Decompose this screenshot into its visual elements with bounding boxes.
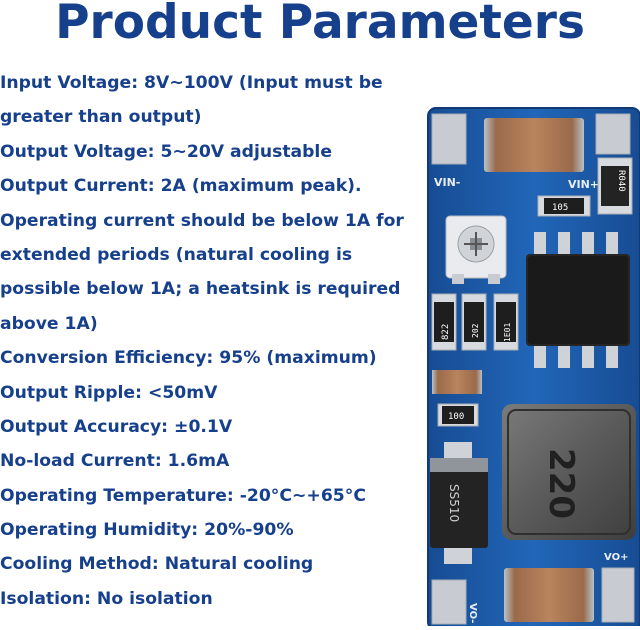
spec-line: above 1A) xyxy=(0,313,98,334)
spec-line: Operating Humidity: 20%-90% xyxy=(0,520,294,541)
r100-label: 100 xyxy=(448,412,464,422)
r040-label: R040 xyxy=(616,170,626,192)
spec-line: Output Ripple: <50mV xyxy=(0,382,218,403)
r1e01-label: 1E01 xyxy=(503,323,512,342)
input-capacitor xyxy=(484,118,584,172)
diode-label: SS510 xyxy=(447,484,461,522)
resistor-202: 202 xyxy=(461,293,487,351)
vo-plus-label: VO+ xyxy=(604,552,628,563)
output-capacitor xyxy=(504,568,594,622)
spec-line: Output Voltage: 5~20V adjustable xyxy=(0,141,332,162)
spec-line: No-load Current: 1.6mA xyxy=(0,451,230,472)
spec-line: Cooling Method: Natural cooling xyxy=(0,554,314,575)
resistor-822: 822 xyxy=(431,293,457,351)
spec-line: Input Voltage: 8V~100V (Input must be xyxy=(0,73,383,93)
spec-line: Operating current should be below 1A for xyxy=(0,210,404,231)
ic-chip xyxy=(526,232,630,368)
spec-line: extended periods (natural cooling is xyxy=(0,244,353,265)
vin-plus-label: VIN+ xyxy=(568,178,599,191)
r202-label: 202 xyxy=(471,323,480,338)
vo-minus-label: VO- xyxy=(467,603,478,623)
spec-line: Isolation: No isolation xyxy=(0,588,213,609)
spec-line: greater than output) xyxy=(0,107,202,128)
vin-minus-label: VIN- xyxy=(434,176,460,189)
page-title: Product Parameters xyxy=(55,0,585,50)
resistor-1e01: 1E01 xyxy=(493,293,519,351)
r822-label: 822 xyxy=(441,324,451,340)
inductor: 220 xyxy=(502,404,636,540)
spec-line: possible below 1A; a heatsink is require… xyxy=(0,279,401,300)
spec-line: Output Current: 2A (maximum peak). xyxy=(0,176,362,197)
spec-line: Conversion Efficiency: 95% (maximum) xyxy=(0,348,377,369)
spec-line: Output Accuracy: ±0.1V xyxy=(0,416,233,437)
pcb-photo: VIN- VIN+ R040 105 xyxy=(418,98,640,630)
diode: SS510 xyxy=(430,442,488,564)
r105-label: 105 xyxy=(552,203,568,213)
spec-line: Operating Temperature: -20°C~+65°C xyxy=(0,485,366,506)
inductor-label: 220 xyxy=(541,448,581,519)
pcb-board: VIN- VIN+ R040 105 xyxy=(427,107,640,630)
spec-list: Input Voltage: 8V~100V (Input must be gr… xyxy=(0,66,405,616)
